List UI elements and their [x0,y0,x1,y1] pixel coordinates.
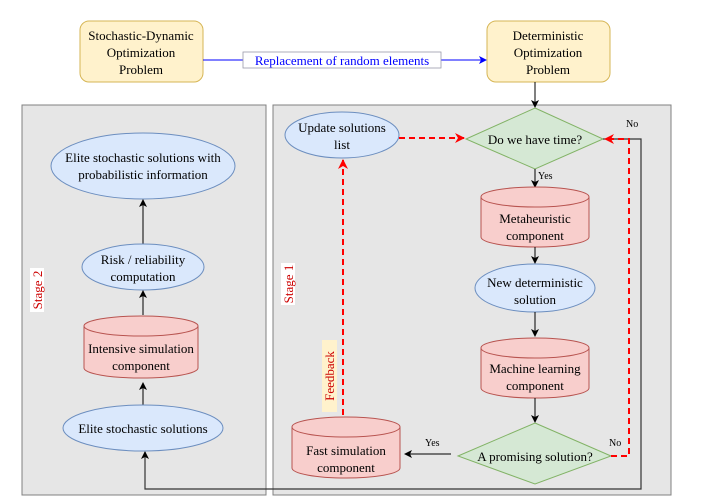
svg-text:probabilistic information: probabilistic information [78,167,208,182]
svg-text:component: component [317,460,375,475]
svg-text:Risk / reliability: Risk / reliability [101,252,186,267]
svg-text:Optimization: Optimization [107,45,176,60]
ml-cylinder: Machine learning component [480,337,590,399]
svg-text:Update solutions: Update solutions [298,120,386,135]
new-solution-ellipse: New deterministic solution [474,263,596,313]
no-label-top: No [626,119,638,130]
svg-text:Problem: Problem [119,62,163,77]
svg-text:solution: solution [514,292,556,307]
svg-text:component: component [112,358,170,373]
svg-text:Optimization: Optimization [514,45,583,60]
risk-ellipse: Risk / reliability computation [81,243,205,291]
stage2-label-bg [30,268,44,312]
svg-text:Fast simulation: Fast simulation [306,443,386,458]
svg-text:Stochastic-Dynamic: Stochastic-Dynamic [88,28,194,43]
svg-text:New deterministic: New deterministic [487,275,583,290]
fast-sim-cylinder: Fast simulation component [291,416,401,479]
svg-text:Elite stochastic solutions wit: Elite stochastic solutions with [65,150,221,165]
svg-text:Deterministic: Deterministic [513,28,584,43]
feedback-label-bg [322,340,337,412]
deterministic-problem-box: Deterministic Optimization Problem [486,20,611,83]
feedback-label: Feedback [322,351,337,401]
svg-text:Elite stochastic solutions: Elite stochastic solutions [78,421,207,436]
svg-text:component: component [506,378,564,393]
stage1-label: Stage 1 [281,265,296,304]
elite-ellipse: Elite stochastic solutions [62,404,224,452]
replacement-label-box [242,51,442,69]
svg-text:Metaheuristic: Metaheuristic [499,211,571,226]
no-label-bottom: No [609,438,621,449]
svg-text:list: list [334,137,350,152]
yes-label-bottom: Yes [425,438,440,449]
intensive-sim-cylinder: Intensive simulation component [83,315,199,379]
elite-with-info-ellipse: Elite stochastic solutions with probabil… [50,132,236,200]
svg-text:component: component [506,228,564,243]
stage1-label-bg [281,263,295,305]
svg-text:Intensive simulation: Intensive simulation [88,341,194,356]
metaheuristic-cylinder: Metaheuristic component [480,186,590,248]
svg-text:computation: computation [111,269,176,284]
yes-label-top: Yes [538,171,553,182]
svg-text:Machine learning: Machine learning [489,361,581,376]
stochastic-problem-box: Stochastic-Dynamic Optimization Problem [79,20,204,83]
svg-text:Do we have time?: Do we have time? [488,132,582,147]
promising-decision-diamond: A promising solution? [456,422,613,485]
stage2-label: Stage 2 [30,271,45,310]
svg-text:A promising solution?: A promising solution? [477,449,593,464]
svg-text:Problem: Problem [526,62,570,77]
update-solutions-ellipse: Update solutions list [284,111,400,159]
replacement-label: Replacement of random elements [255,53,429,68]
